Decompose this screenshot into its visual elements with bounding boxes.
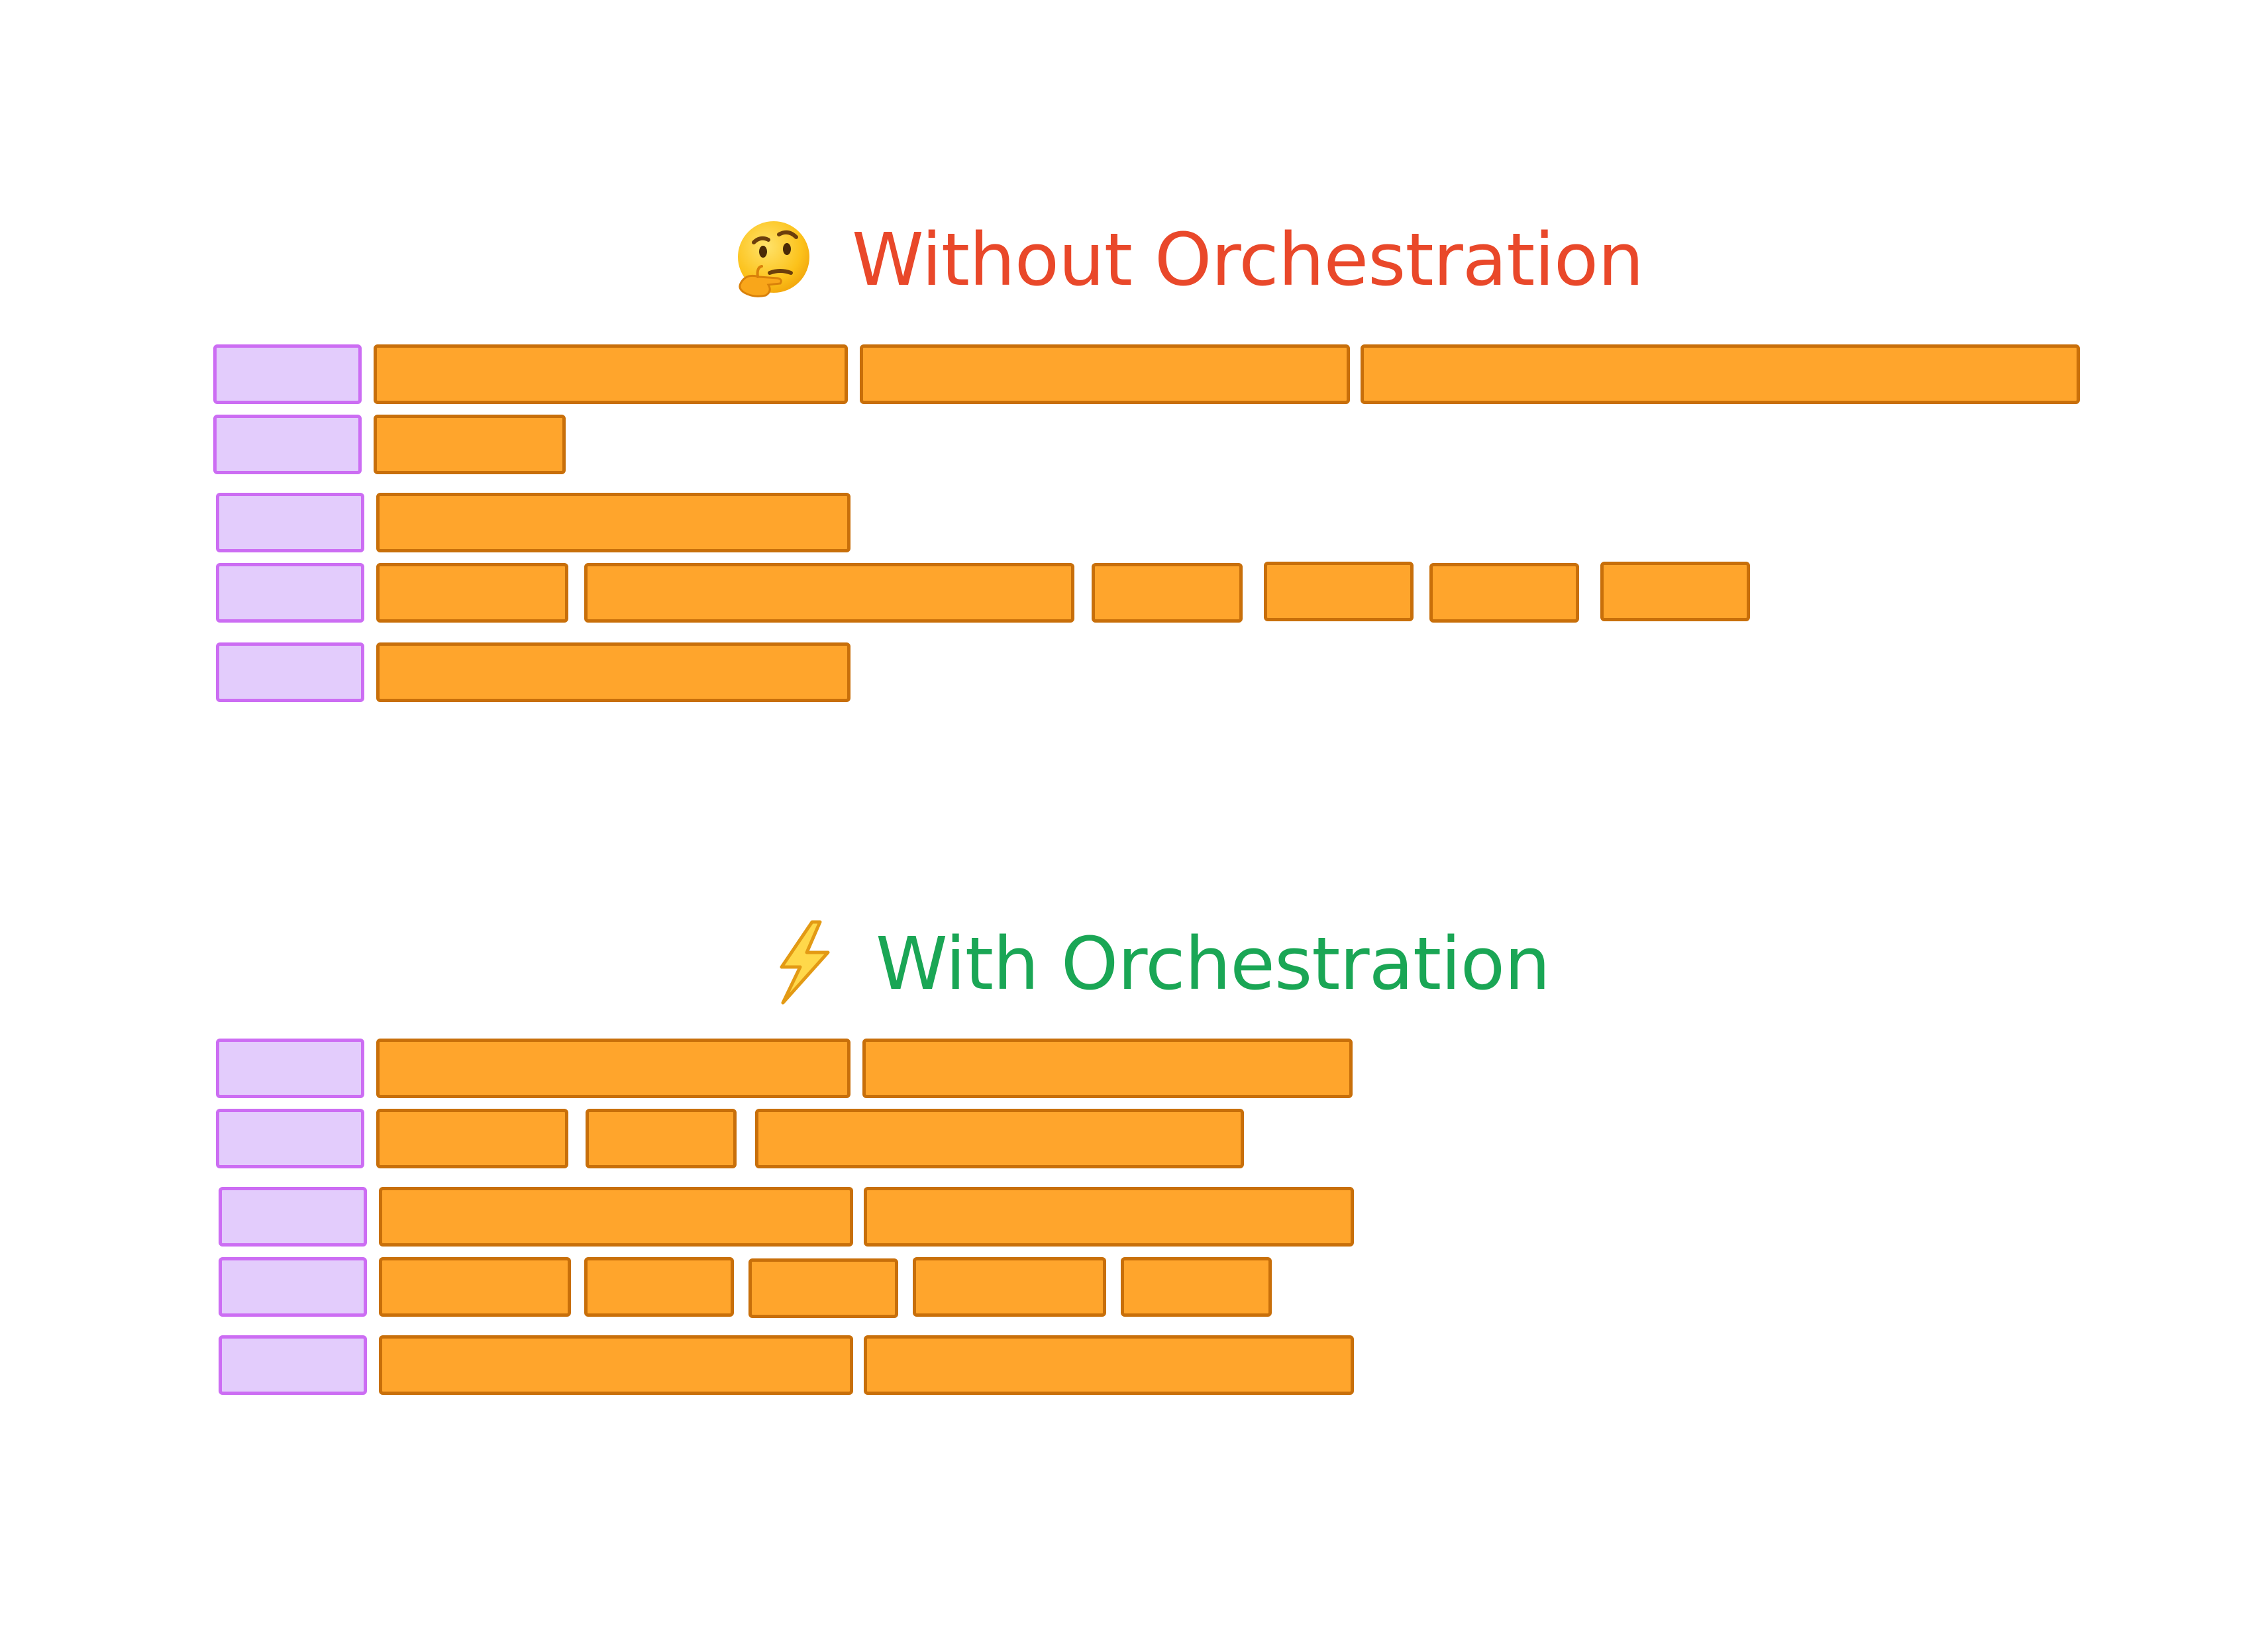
lane-label-block — [216, 642, 364, 702]
task-block — [864, 1187, 1354, 1247]
without-orchestration-heading: Without Orchestration — [731, 217, 1644, 302]
lane-label-block — [219, 1187, 367, 1247]
lane-label-block — [216, 1039, 364, 1098]
task-block — [379, 1335, 853, 1395]
task-block — [374, 415, 566, 474]
task-block — [1600, 562, 1750, 621]
task-block — [374, 344, 848, 404]
task-block — [860, 344, 1350, 404]
task-block — [376, 563, 568, 623]
lane-label-block — [213, 344, 362, 404]
lightning-bolt-icon — [768, 919, 837, 1008]
task-block — [376, 642, 850, 702]
task-block — [376, 493, 850, 552]
task-block — [864, 1335, 1354, 1395]
task-block — [584, 563, 1074, 623]
task-block — [1361, 344, 2080, 404]
task-block — [1264, 562, 1414, 621]
lane-label-block — [219, 1257, 367, 1317]
task-block — [1121, 1257, 1272, 1317]
without-orchestration-title: Without Orchestration — [852, 217, 1644, 302]
task-block — [1092, 563, 1243, 623]
task-block — [376, 1109, 568, 1168]
lane-label-block — [216, 563, 364, 623]
task-block — [913, 1257, 1106, 1317]
with-orchestration-heading: With Orchestration — [768, 919, 1551, 1008]
task-block — [748, 1258, 898, 1318]
lane-label-block — [216, 1109, 364, 1168]
task-block — [755, 1109, 1244, 1168]
lane-label-block — [213, 415, 362, 474]
with-orchestration-title: With Orchestration — [876, 921, 1551, 1006]
task-block — [379, 1187, 853, 1247]
task-block — [379, 1257, 571, 1317]
task-block — [862, 1039, 1353, 1098]
task-block — [586, 1109, 737, 1168]
thinking-face-icon — [731, 217, 813, 302]
task-block — [1429, 563, 1579, 623]
task-block — [376, 1039, 850, 1098]
task-block — [584, 1257, 734, 1317]
lane-label-block — [219, 1335, 367, 1395]
lane-label-block — [216, 493, 364, 552]
